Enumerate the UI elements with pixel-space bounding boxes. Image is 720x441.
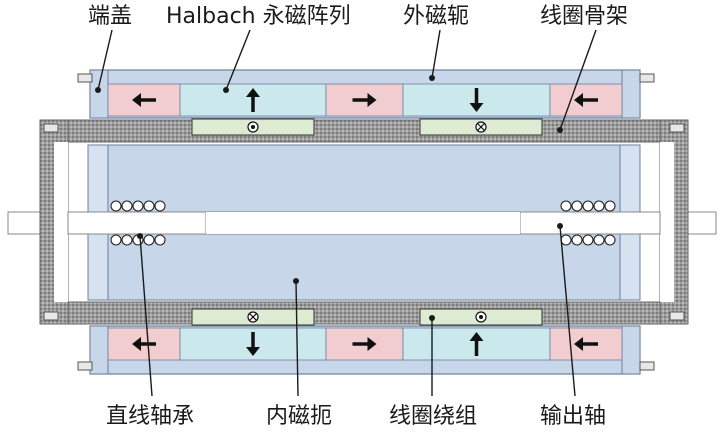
magnetization-arrow-head (574, 93, 583, 107)
coil-current-dot-top-1 (247, 121, 259, 133)
magnetization-arrow-head (469, 332, 484, 341)
magnet-arrow-top-1-left (132, 93, 156, 107)
leader-dots (95, 75, 563, 321)
halbach-array-top (107, 83, 623, 117)
halbach-array-bottom (107, 327, 623, 361)
coil-current-cross-top-2 (475, 121, 487, 133)
magnetization-arrow-head (132, 93, 141, 107)
label-end-cap: 端盖 (88, 4, 133, 29)
label-coil-former: 线圈骨架 (540, 4, 629, 29)
leader-lines (97, 29, 597, 397)
label-output-shaft: 输出轴 (540, 404, 607, 429)
magnetization-arrow-head (246, 347, 260, 356)
label-coil-winding: 线圈绕组 (389, 404, 478, 429)
magnetization-arrow-head (367, 337, 377, 351)
magnet-arrow-top-5-left (574, 93, 598, 107)
magnet-arrow-bottom-3-right (352, 337, 377, 351)
magnetization-arrow-head (132, 337, 141, 351)
magnetization-arrow-head (367, 93, 377, 107)
magnet-arrow-bottom-5-left (574, 337, 598, 351)
coil-current-dot-bottom-2 (475, 311, 487, 323)
magnetization-arrow-head (469, 103, 484, 112)
output-shaft-inner (67, 211, 661, 235)
magnet-arrow-top-4-down (469, 88, 484, 112)
linear-bearing (110, 200, 616, 246)
bearing-balls-right-bottom (560, 234, 616, 246)
magnet-arrow-bottom-4-up (469, 332, 484, 356)
magnet-arrow-top-3-right (352, 93, 377, 107)
bearing-balls-left-top (110, 200, 166, 212)
label-linear-bearing: 直线轴承 (106, 404, 195, 429)
label-outer-yoke: 外磁轭 (403, 4, 470, 29)
label-halbach-array: Halbach 永磁阵列 (166, 4, 351, 29)
magnet-arrow-top-2-up (246, 88, 260, 112)
coil-winding (191, 118, 543, 326)
bearing-balls-right-top (560, 200, 616, 212)
magnetization-arrow-head (246, 88, 260, 97)
label-inner-yoke: 内磁扼 (266, 404, 333, 429)
coil-current-cross-bottom-1 (247, 311, 259, 323)
magnetization-arrow-head (574, 337, 583, 351)
end-cap-top (77, 69, 655, 119)
magnet-arrow-bottom-2-down (246, 332, 260, 356)
